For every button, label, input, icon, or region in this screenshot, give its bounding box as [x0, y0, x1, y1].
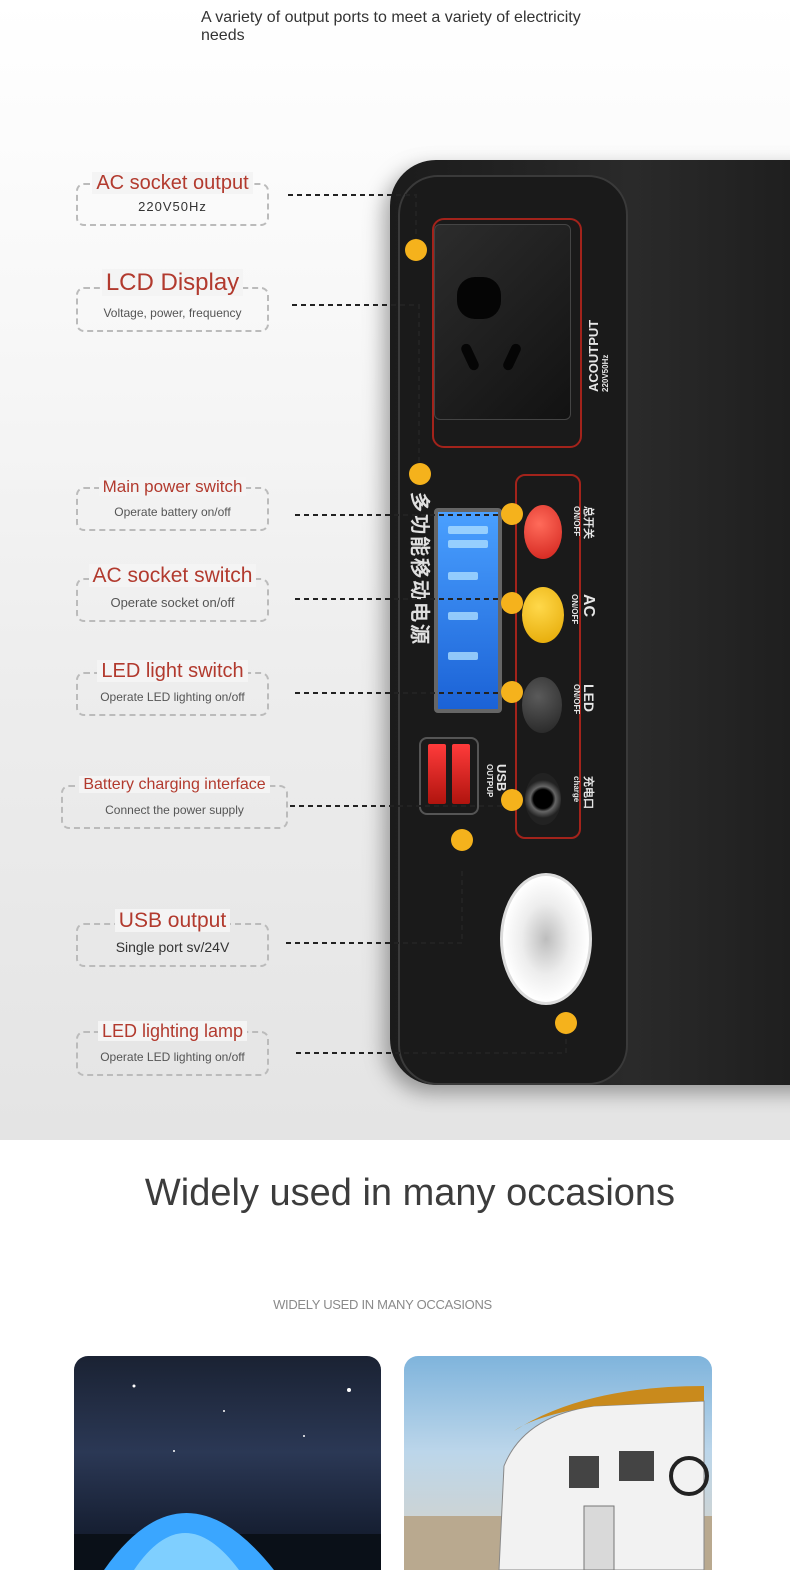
ac-socket: [434, 224, 571, 420]
callout-ac-output-title: AC socket output: [92, 172, 253, 194]
ac-output-frame: [432, 218, 582, 448]
switch-panel-frame: [515, 474, 581, 839]
led-lamp: [500, 873, 592, 1005]
section-title: Widely used in many occasions: [144, 1172, 676, 1214]
leader-line-ac-output: [288, 194, 417, 245]
callout-charging-sub: Connect the power supply: [105, 803, 244, 817]
callout-lcd: LCD Display Voltage, power, frequency: [76, 269, 269, 332]
product-hero: A variety of output ports to meet a vari…: [0, 0, 790, 1140]
marker-dot-usb: [451, 829, 473, 851]
lcd-segment: [448, 572, 478, 580]
section-subtitle: WIDELY USED IN MANY OCCASIONS: [273, 1297, 492, 1312]
led-light-button[interactable]: [522, 677, 562, 733]
photo-night-camping: [74, 1356, 381, 1570]
marker-dot-lcd: [409, 463, 431, 485]
usb-frame: [419, 737, 479, 815]
callout-led-switch: LED light switch Operate LED lighting on…: [76, 660, 269, 716]
callout-ac-switch-title: AC socket switch: [88, 564, 257, 587]
night-camping-illustration: [74, 1384, 381, 1570]
photo-camper-van: [404, 1356, 712, 1570]
leader-line-usb: [286, 868, 463, 944]
callout-ac-switch: AC socket switch Operate socket on/off: [76, 564, 269, 622]
marker-dot-ac-output: [405, 239, 427, 261]
callout-main-switch-sub: Operate battery on/off: [114, 505, 231, 519]
usb-port-2[interactable]: [452, 744, 470, 804]
lcd-battery-bar: [448, 540, 488, 548]
ac-socket-button[interactable]: [522, 587, 564, 643]
leader-lines: [286, 194, 567, 1054]
callout-lcd-title: LCD Display: [101, 269, 244, 296]
lcd-segment: [448, 652, 478, 660]
usb-port-1[interactable]: [428, 744, 446, 804]
callout-charging: Battery charging interface Connect the p…: [61, 776, 288, 829]
ac-hole-round: [457, 277, 501, 319]
callout-lamp: LED lighting lamp Operate LED lighting o…: [76, 1021, 269, 1076]
header-text: A variety of output ports to meet a vari…: [201, 9, 581, 44]
marker-dot-led-switch: [501, 681, 523, 703]
callout-main-switch: Main power switch Operate battery on/off: [76, 477, 269, 531]
callout-lcd-sub: Voltage, power, frequency: [103, 306, 242, 320]
leader-line-lcd: [292, 304, 420, 468]
callout-ac-switch-sub: Operate socket on/off: [110, 595, 235, 610]
callout-main-switch-title: Main power switch: [98, 477, 247, 496]
callout-ac-output: AC socket output 220V50Hz: [76, 172, 269, 226]
callout-charging-title: Battery charging interface: [79, 776, 270, 793]
lcd-battery-bar: [448, 526, 488, 534]
callout-lamp-title: LED lighting lamp: [97, 1021, 248, 1041]
callout-ac-output-sub: 220V50Hz: [138, 199, 207, 214]
leader-line-lamp: [296, 1028, 567, 1054]
marker-dot-lamp: [555, 1012, 577, 1034]
callout-usb: USB output Single port sv/24V: [76, 909, 269, 967]
callout-lamp-sub: Operate LED lighting on/off: [100, 1050, 245, 1064]
marker-dot-ac-switch: [501, 592, 523, 614]
lcd-segment: [448, 612, 478, 620]
marker-dot-charging: [501, 789, 523, 811]
callout-usb-title: USB output: [114, 909, 231, 932]
lcd-display: [434, 508, 502, 713]
main-power-button[interactable]: [524, 505, 562, 559]
callout-led-switch-title: LED light switch: [97, 660, 248, 682]
camper-van-illustration: [404, 1386, 712, 1570]
marker-dot-main-switch: [501, 503, 523, 525]
callout-usb-sub: Single port sv/24V: [115, 939, 230, 955]
charging-jack[interactable]: [525, 773, 561, 825]
callout-led-switch-sub: Operate LED lighting on/off: [100, 690, 245, 704]
